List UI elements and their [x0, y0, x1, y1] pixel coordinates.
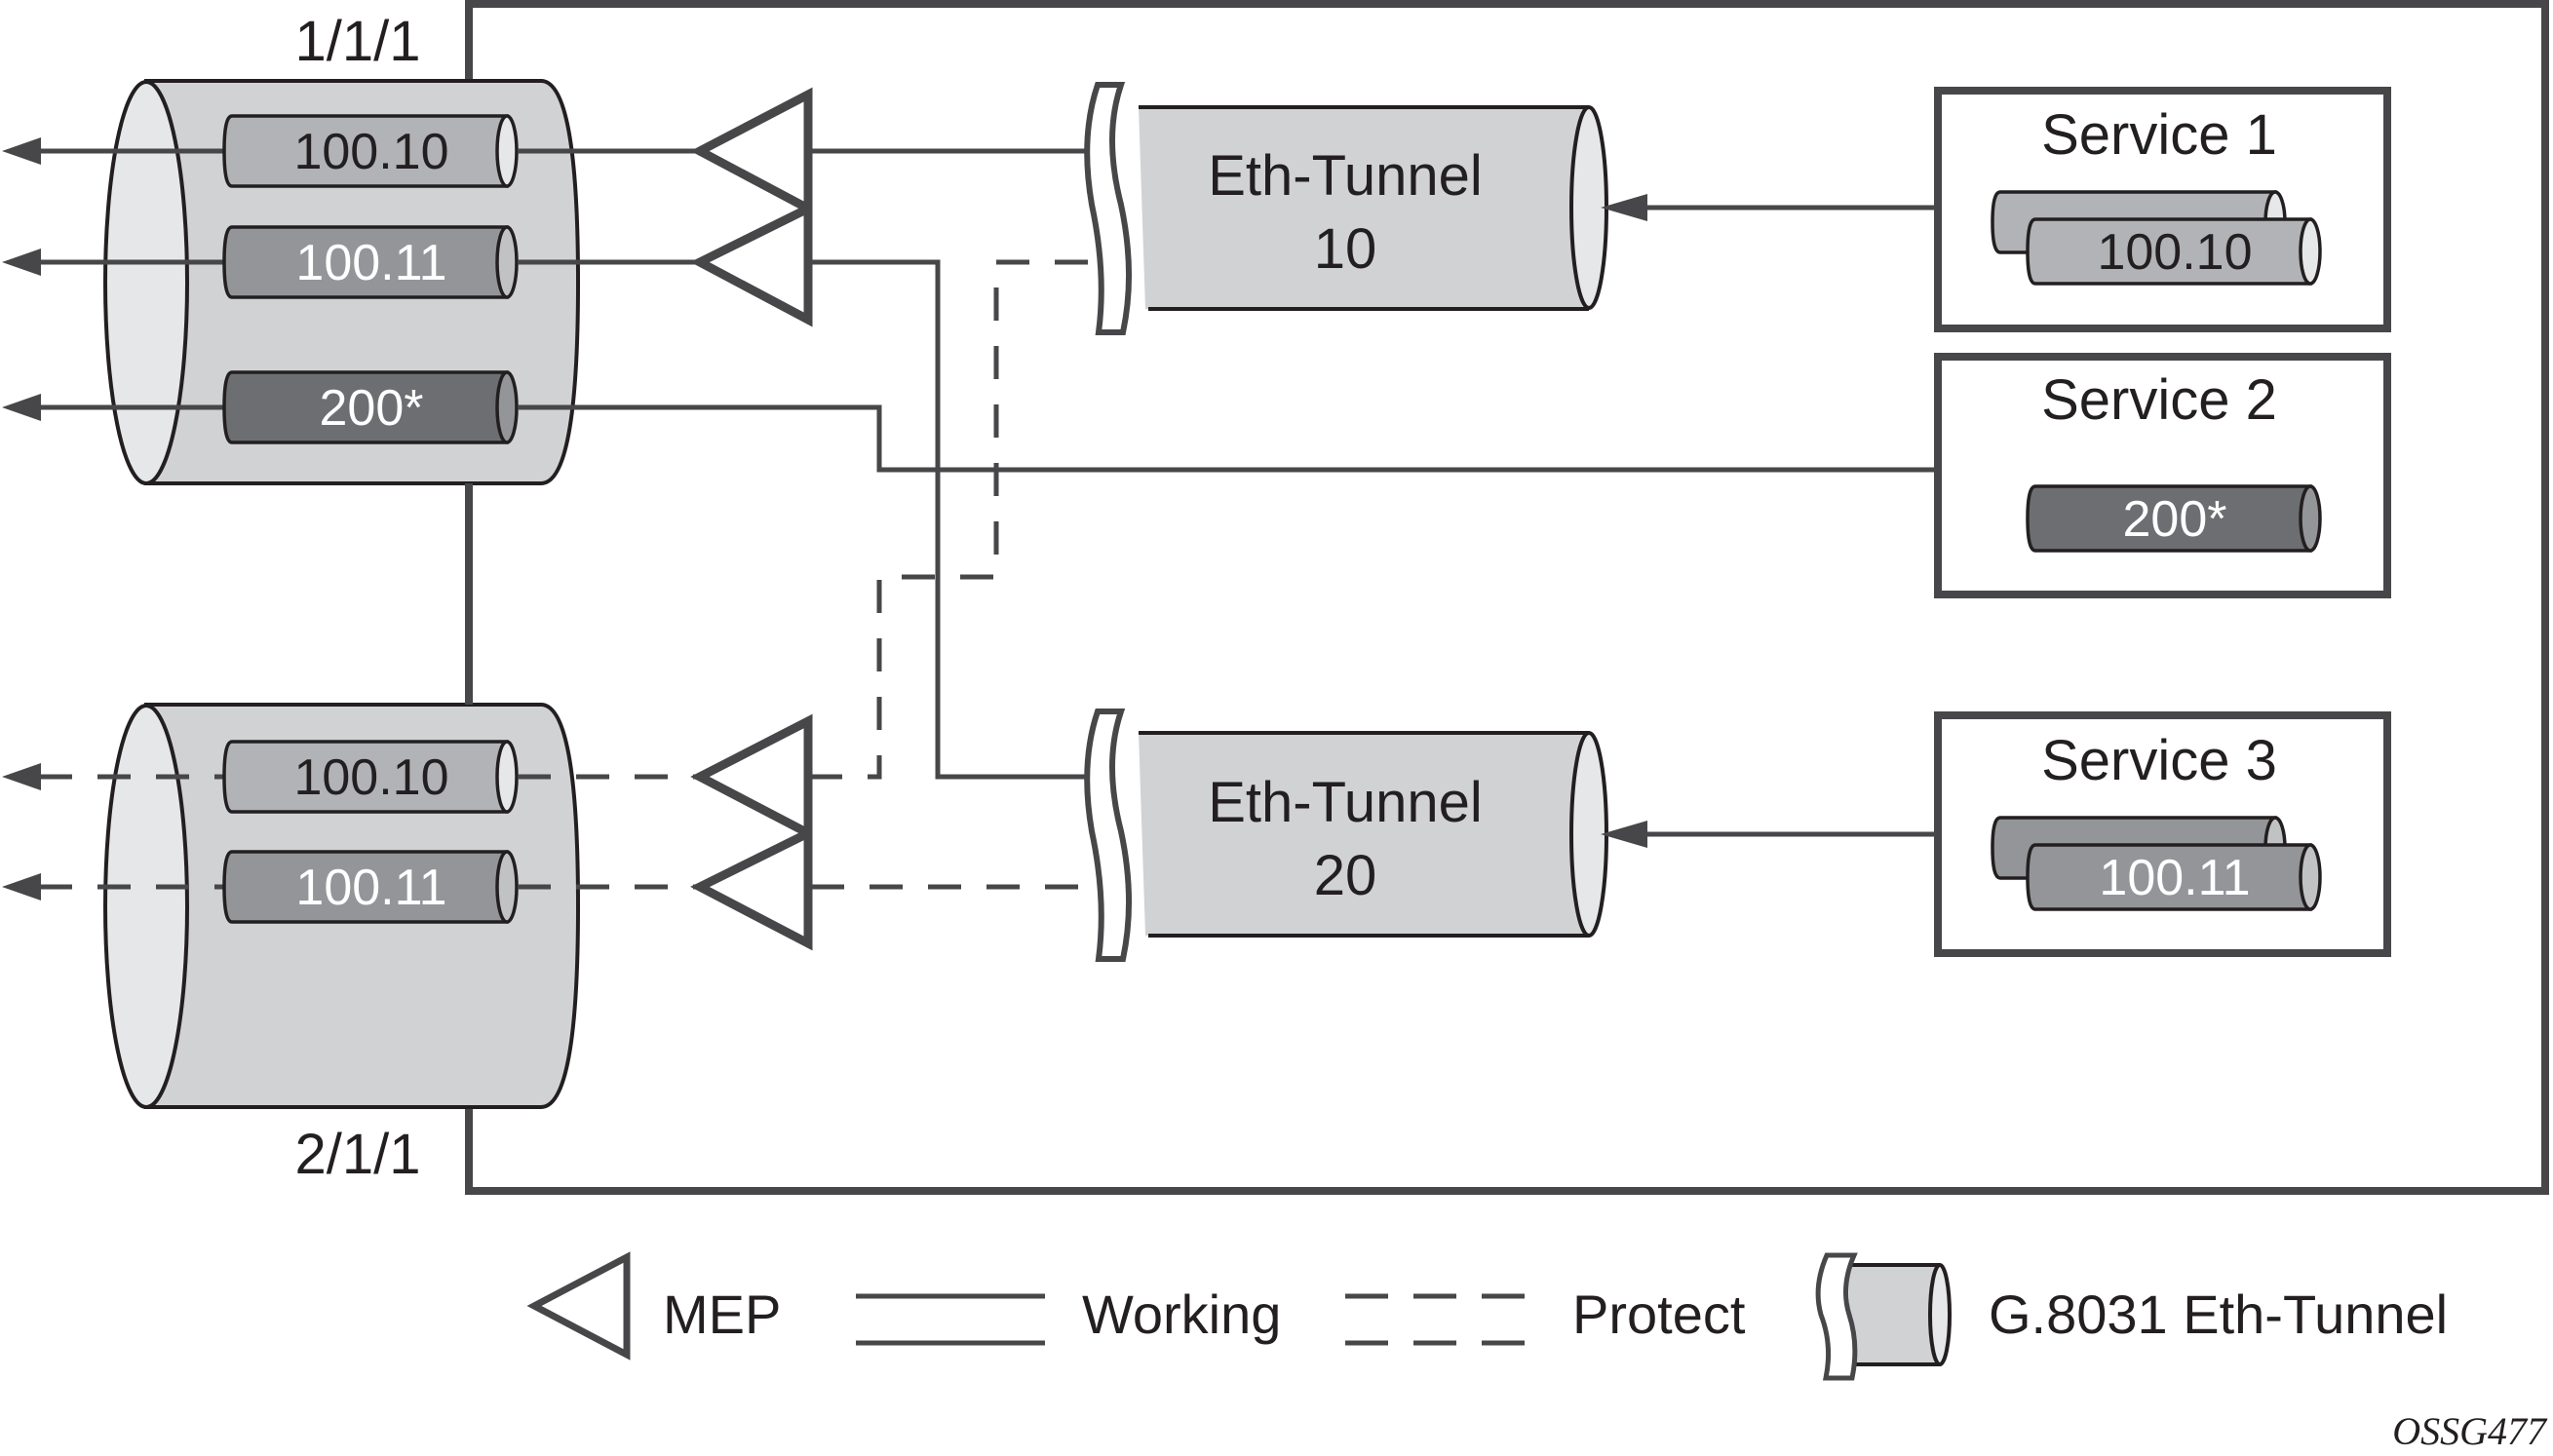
port-label-2-1-1: 2/1/1	[295, 1123, 421, 1186]
legend-tunnel-icon	[1815, 1252, 1952, 1381]
sap-label: 200*	[320, 380, 424, 437]
sap-label: 100.11	[295, 235, 446, 291]
service-1-title: Service 1	[2041, 103, 2277, 167]
tunnel-bracket-icon	[1084, 709, 1132, 962]
sap-label: 100.10	[293, 749, 448, 806]
sap-pipe[interactable]: 100.11	[222, 850, 519, 924]
service-sap-pipe[interactable]: 200*	[2026, 484, 2322, 553]
mep-icon	[690, 87, 813, 216]
tunnel-10-id: 10	[1314, 217, 1377, 281]
arrow-left-icon	[2, 873, 41, 900]
service-2-title: Service 2	[2041, 368, 2277, 432]
working-paths	[518, 148, 1937, 780]
legend-tunnel-label: G.8031 Eth-Tunnel	[1989, 1284, 2448, 1345]
tunnel-20-name: Eth-Tunnel	[1208, 771, 1483, 834]
arrow-left-icon	[1601, 821, 1647, 848]
port-label-1-1-1: 1/1/1	[295, 10, 421, 73]
service-3-title: Service 3	[2041, 729, 2277, 792]
sap-label: 100.10	[2097, 224, 2252, 281]
service-2[interactable]	[1934, 353, 2391, 598]
legend-working-label: Working	[1082, 1284, 1281, 1345]
figure-reference: OSSG477	[2392, 1409, 2548, 1453]
legend-mep-icon	[526, 1251, 631, 1360]
mep-icon	[690, 825, 813, 951]
legend-protect-label: Protect	[1572, 1284, 1746, 1345]
protect-paths	[518, 259, 1096, 890]
tunnel-bracket-icon	[1084, 82, 1132, 335]
sap-pipe[interactable]: 200*	[222, 370, 519, 444]
eth-tunnel-10[interactable]	[1084, 82, 1608, 335]
mep-icon	[690, 201, 813, 327]
sap-label: 100.11	[2099, 850, 2250, 906]
tunnel-10-name: Eth-Tunnel	[1208, 144, 1483, 208]
arrow-left-icon	[2, 763, 41, 790]
arrow-left-icon	[1601, 194, 1647, 221]
arrow-left-icon	[2, 249, 41, 276]
legend-mep-label: MEP	[663, 1284, 781, 1345]
service-sap-pipe[interactable]: 100.11	[2026, 843, 2322, 911]
mep-icon	[690, 713, 813, 841]
sap-label: 100.11	[295, 860, 446, 916]
legend: MEP Working Protect G.8031 Eth-Tunnel	[526, 1251, 2448, 1381]
arrow-left-icon	[2, 394, 41, 421]
arrow-left-icon	[2, 137, 41, 165]
tunnel-20-id: 20	[1314, 844, 1377, 907]
mep-group	[690, 87, 813, 951]
sap-pipe[interactable]: 100.10	[222, 114, 519, 188]
sap-pipe[interactable]: 100.10	[222, 740, 519, 814]
sap-label: 200*	[2123, 491, 2227, 548]
service-sap-pipe[interactable]: 100.10	[2026, 217, 2322, 286]
service-arrows	[1601, 194, 1937, 848]
egress-arrows	[2, 137, 224, 900]
sap-label: 100.10	[293, 124, 448, 180]
eth-tunnel-20[interactable]	[1084, 709, 1608, 962]
sap-pipe[interactable]: 100.11	[222, 225, 519, 299]
